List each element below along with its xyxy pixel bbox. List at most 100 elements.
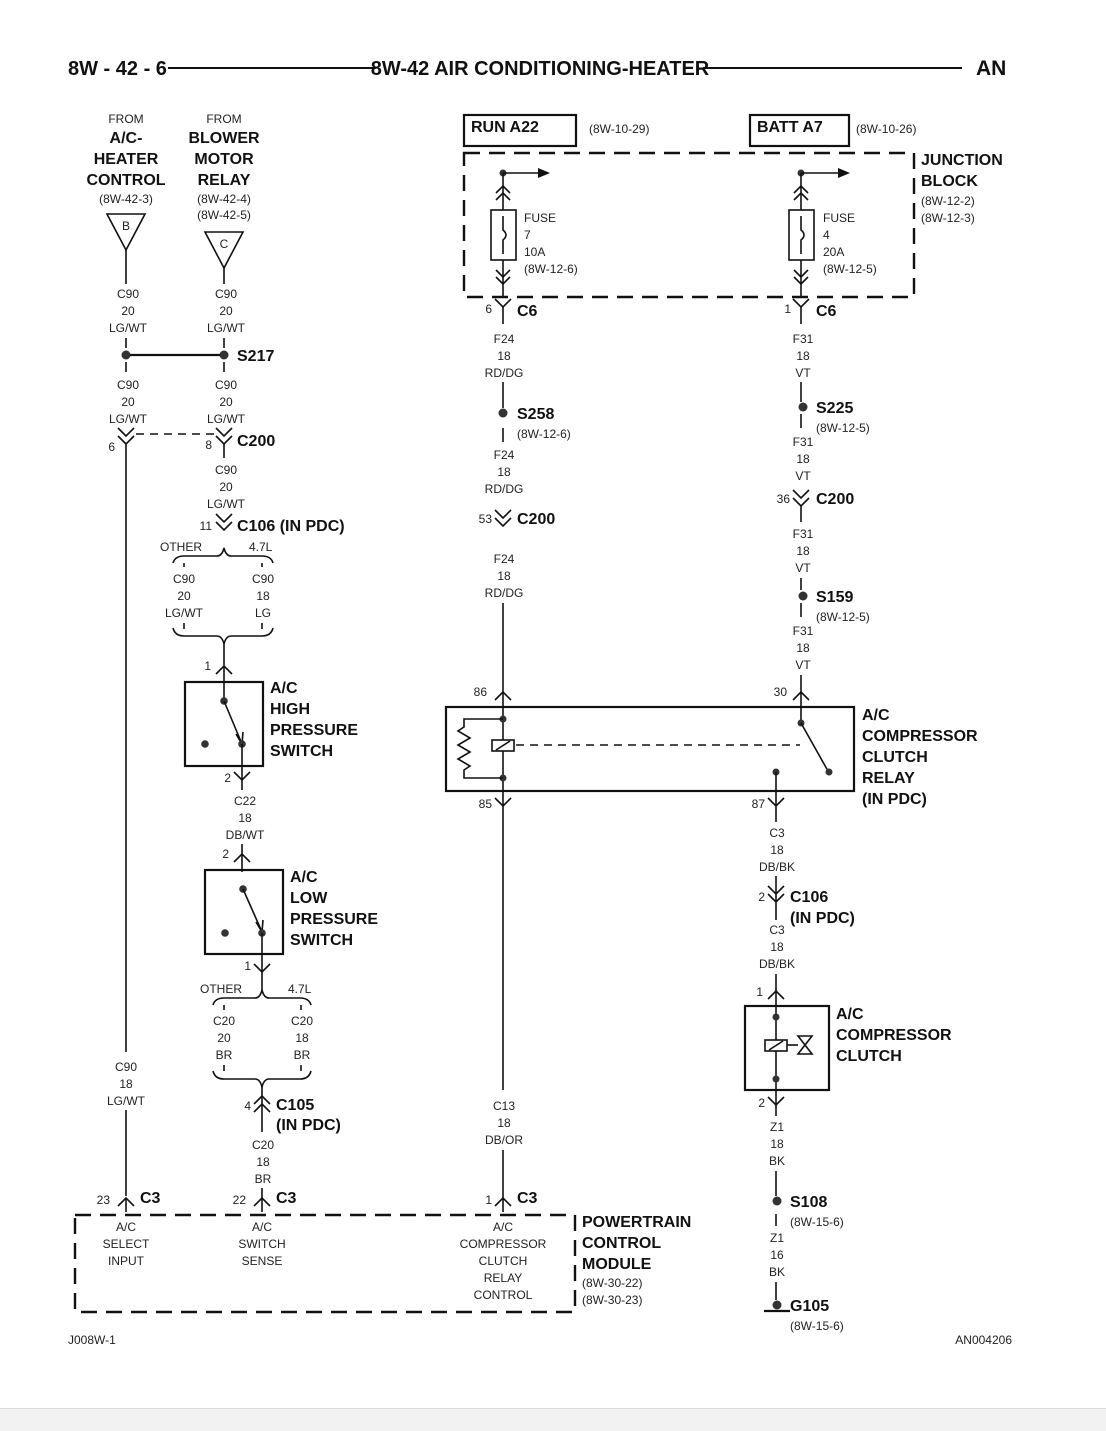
wire-label: C22 xyxy=(234,794,256,808)
pcm-relayctrl-3: CLUTCH xyxy=(479,1254,528,1268)
connector-c200-pin8 xyxy=(215,427,233,446)
pin-number: 6 xyxy=(485,302,492,316)
model-code: AN xyxy=(976,57,1006,80)
fuse7-l2: 7 xyxy=(524,228,531,242)
wire-label: F31 xyxy=(793,332,814,346)
splice-dot xyxy=(121,350,131,360)
splice-s159-ref: (8W-12-5) xyxy=(816,610,870,624)
viewer-bottom-band xyxy=(0,1408,1106,1431)
from-label-1: FROM xyxy=(108,112,143,126)
wire-label: F24 xyxy=(494,552,515,566)
wire-label: C90 xyxy=(215,463,237,477)
connector-c106-pin11 xyxy=(215,513,233,532)
wire-label: C90 xyxy=(215,378,237,392)
relay-contact xyxy=(825,768,833,776)
pin-number: 2 xyxy=(224,771,231,785)
relay-label-1: A/C xyxy=(862,707,890,724)
branch-label-47l: 4.7L xyxy=(249,540,273,554)
splice-dot xyxy=(772,1196,782,1206)
fuse4-l4: (8W-12-5) xyxy=(823,262,877,276)
wire-label: 18 xyxy=(770,1137,784,1151)
pin-number: 1 xyxy=(244,959,251,973)
connector-c200-c: C200 xyxy=(816,491,854,508)
connector-c3-a: C3 xyxy=(140,1190,161,1207)
switch-blade xyxy=(223,700,243,745)
pcm-ref-1: (8W-30-22) xyxy=(582,1276,642,1290)
connector-c6-pin6 xyxy=(494,298,512,309)
offpage-connector-b xyxy=(105,213,147,252)
connector-c3-b: C3 xyxy=(276,1190,297,1207)
wire-label: 18 xyxy=(497,349,511,363)
wire-label: VT xyxy=(795,561,811,575)
clutch-node xyxy=(772,1013,780,1021)
page-number: 8W - 42 - 6 xyxy=(68,58,167,80)
wire-label: BR xyxy=(294,1048,311,1062)
wire-label: LG xyxy=(255,606,271,620)
clutch-label-3: CLUTCH xyxy=(836,1048,902,1065)
wire-label: F31 xyxy=(793,527,814,541)
pcm-label-3: MODULE xyxy=(582,1256,652,1273)
ground-g105: G105 xyxy=(790,1298,829,1315)
splice-s225-ref: (8W-12-5) xyxy=(816,421,870,435)
blower-line2: MOTOR xyxy=(194,151,254,168)
pin-number: 23 xyxy=(97,1193,111,1207)
connector-c3-c: C3 xyxy=(517,1190,538,1207)
wire-label: 18 xyxy=(238,811,252,825)
wire-label: 18 xyxy=(497,569,511,583)
clutch-label-1: A/C xyxy=(836,1006,864,1023)
relay-label-2: COMPRESSOR xyxy=(862,728,978,745)
wire-label: VT xyxy=(795,658,811,672)
fuse4-l1: FUSE xyxy=(823,211,855,225)
connector-c200-pin36 xyxy=(792,489,810,508)
relay-label-4: RELAY xyxy=(862,770,915,787)
clutch-node xyxy=(772,1075,780,1083)
hps-label-4: SWITCH xyxy=(270,743,333,760)
pin-number: 30 xyxy=(774,685,788,699)
pin-number: 53 xyxy=(479,512,493,526)
wire-label: 16 xyxy=(770,1248,784,1262)
splice-dot xyxy=(498,408,508,418)
wire-label: LG/WT xyxy=(165,606,204,620)
switch-contact xyxy=(221,929,229,937)
splice-s225: S225 xyxy=(816,400,853,417)
fuse-element xyxy=(800,216,805,254)
fuse-element xyxy=(502,216,507,254)
blower-ref1: (8W-42-4) xyxy=(197,192,251,206)
splice-s217: S217 xyxy=(237,348,274,365)
wire-label: BK xyxy=(769,1265,785,1279)
wire-label: LG/WT xyxy=(107,1094,146,1108)
wire-label: DB/OR xyxy=(485,1133,523,1147)
wire-label: BR xyxy=(255,1172,272,1186)
pcm-ref-2: (8W-30-23) xyxy=(582,1293,642,1307)
hps-label-2: HIGH xyxy=(270,701,310,718)
wire-label: 18 xyxy=(796,452,810,466)
fuse7-l4: (8W-12-6) xyxy=(524,262,578,276)
bus-arrow xyxy=(838,168,850,178)
wire-label: C90 xyxy=(215,287,237,301)
connector-c6-b: C6 xyxy=(816,303,837,320)
wire-label: BK xyxy=(769,1154,785,1168)
splice-dot xyxy=(219,350,229,360)
ac-heater-line3: CONTROL xyxy=(86,172,165,189)
lps-label-1: A/C xyxy=(290,869,318,886)
wire-label: 18 xyxy=(796,641,810,655)
splice-s258: S258 xyxy=(517,406,554,423)
offpage-connector-c xyxy=(203,231,245,270)
pin-number: 86 xyxy=(474,685,488,699)
wire-label: LG/WT xyxy=(207,412,246,426)
connector-c106-pdc-a: C106 (IN PDC) xyxy=(237,518,345,535)
connector-c3-pin1 xyxy=(494,1196,512,1207)
switch-blade xyxy=(242,888,263,933)
wire-label: 20 xyxy=(177,589,191,603)
wire-label: 18 xyxy=(770,940,784,954)
wire-label: 20 xyxy=(219,395,233,409)
wire-label: C90 xyxy=(117,287,139,301)
from-label-2: FROM xyxy=(206,112,241,126)
wire-label: 18 xyxy=(796,544,810,558)
wire-label: RD/DG xyxy=(485,482,524,496)
blower-line1: BLOWER xyxy=(188,130,260,147)
wire-label: LG/WT xyxy=(109,321,148,335)
wire-label: DB/BK xyxy=(759,957,795,971)
wire-label: F31 xyxy=(793,435,814,449)
ac-low-pressure-switch xyxy=(203,868,285,956)
